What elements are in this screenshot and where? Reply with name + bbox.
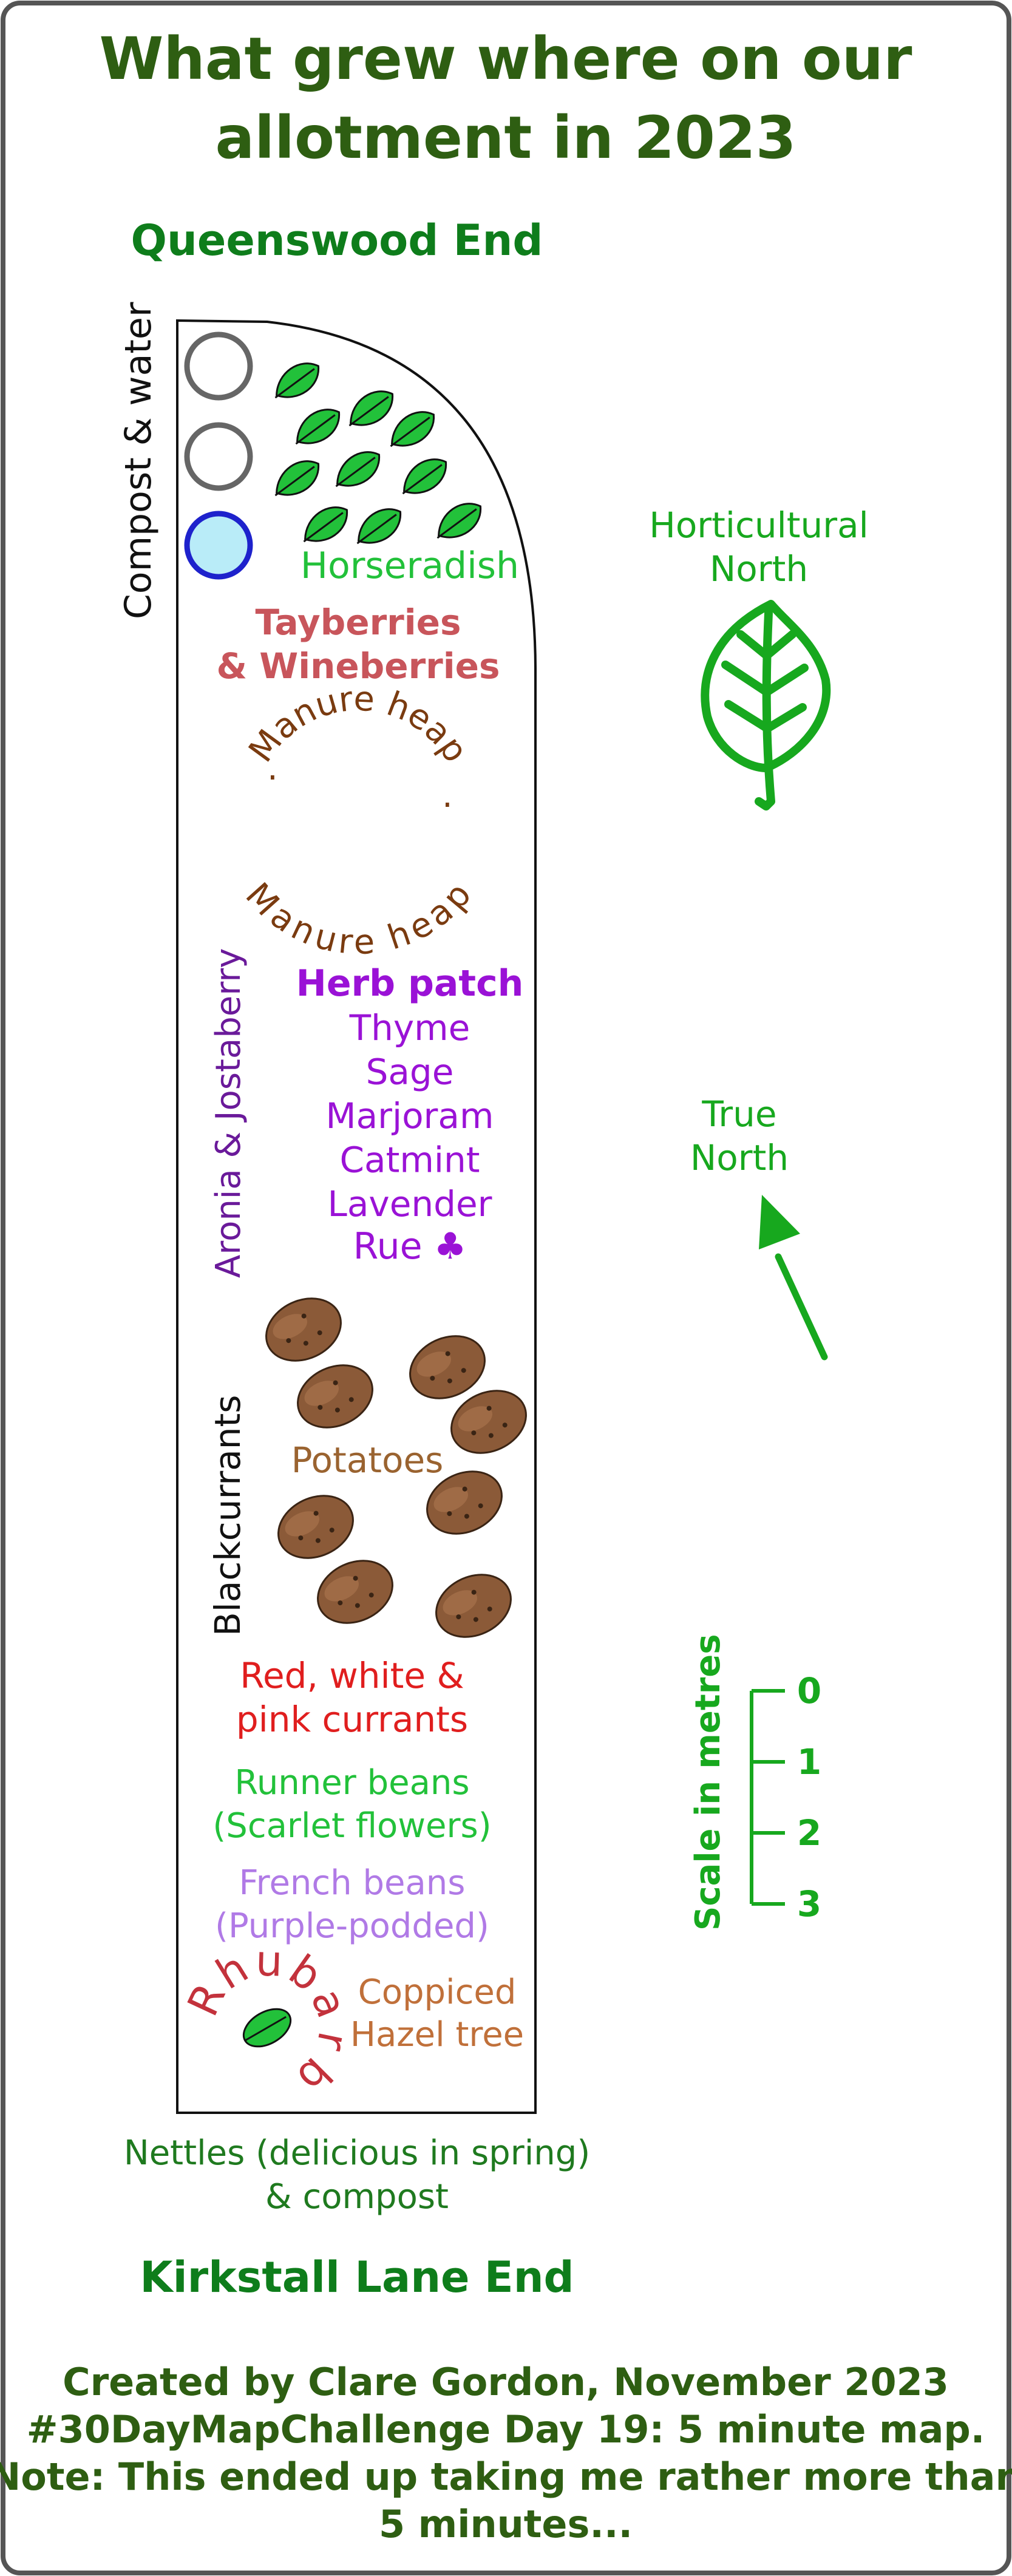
true-north-label-2: North [690, 1137, 789, 1178]
true-north-arrow-icon [759, 1195, 828, 1361]
scale-tick-label: 3 [797, 1883, 821, 1925]
scale-tick-label: 1 [797, 1741, 821, 1782]
potato-icon [297, 1364, 373, 1429]
kirkstall-end-label: Kirkstall Lane End [140, 2252, 574, 2302]
herb-item: Thyme [349, 1007, 470, 1048]
horseradish-leaf-icon [335, 451, 380, 488]
runner-beans-label-2: (Scarlet flowers) [212, 1806, 491, 1846]
horseradish-leaf-icon [348, 390, 393, 427]
herb-rue: Rue ♣ [353, 1225, 467, 1268]
currants-label-1: Red, white & [240, 1655, 464, 1696]
manure-sep-left: · [267, 758, 278, 798]
hazel-label-2: Hazel tree [350, 2015, 524, 2054]
compost-water-label: Compost & water [117, 302, 160, 619]
scale-bar: 0 1 2 3 [750, 1670, 821, 1925]
hazel-label-1: Coppiced [358, 1973, 517, 2012]
horseradish-leaf-icon [274, 460, 319, 497]
french-beans-label-1: French beans [239, 1863, 466, 1903]
credits-line-2: #30DayMapChallenge Day 19: 5 minute map. [27, 2407, 985, 2452]
currants-label-2: pink currants [236, 1699, 468, 1740]
horticultural-north-label-2: North [710, 548, 808, 590]
herb-patch-title: Herb patch [296, 962, 524, 1005]
rhubarb-letter: u [255, 1935, 284, 1986]
scale-tick-label: 0 [797, 1670, 821, 1711]
queenswood-end-label: Queenswood End [131, 216, 543, 265]
horseradish-label: Horseradish [301, 545, 519, 587]
manure-sep-right: · [442, 786, 453, 825]
herb-item: Lavender [328, 1183, 492, 1225]
title-line-2: allotment in 2023 [215, 104, 796, 172]
horticultural-north-label-1: Horticultural [649, 505, 869, 546]
horseradish-leaf-icon [390, 411, 435, 447]
nettles-label-2: & compost [265, 2177, 449, 2217]
potato-icon [426, 1470, 503, 1535]
aronia-label: Aronia & Jostaberry [209, 948, 248, 1278]
potato-icon [409, 1335, 486, 1399]
potatoes-label: Potatoes [291, 1439, 444, 1481]
potato-icon [265, 1297, 342, 1362]
horseradish-leaf-icon [356, 508, 401, 545]
compost-bin-1 [184, 331, 253, 401]
credits-line-3: Note: This ended up taking me rather mor… [0, 2455, 1012, 2499]
herb-item: Catmint [340, 1140, 480, 1181]
potatoes [265, 1297, 527, 1638]
horticultural-north-leaf-icon [701, 600, 831, 811]
potato-icon [435, 1574, 512, 1638]
tayberries-label-1: Tayberries [255, 602, 461, 643]
runner-beans-label-1: Runner beans [234, 1763, 469, 1803]
tayberries-label-2: & Wineberries [216, 645, 500, 687]
plot-outline [176, 319, 537, 2114]
rhubarb-leaf-icon [242, 2008, 292, 2048]
nettles-label-1: Nettles (delicious in spring) [124, 2133, 590, 2173]
water-butt [184, 511, 253, 580]
horseradish-leaf-icon [295, 409, 340, 445]
horseradish-leaf-icon [402, 458, 447, 495]
herb-item: Sage [366, 1052, 454, 1093]
blackcurrants-label: Blackcurrants [207, 1395, 248, 1636]
potato-icon [277, 1495, 354, 1559]
horseradish-leaves [274, 362, 481, 545]
compost-bin-2 [184, 422, 253, 491]
potato-icon [450, 1390, 527, 1454]
credits-line-4: 5 minutes... [379, 2502, 633, 2546]
horseradish-leaf-icon [436, 503, 481, 539]
true-north-label-1: True [701, 1093, 776, 1135]
french-beans-label-2: (Purple-podded) [215, 1906, 489, 1946]
horseradish-leaf-icon [274, 362, 319, 399]
horseradish-leaf-icon [303, 506, 348, 543]
credits-line-1: Created by Clare Gordon, November 2023 [63, 2360, 949, 2404]
scale-tick-label: 2 [797, 1812, 821, 1854]
title-line-1: What grew where on our [100, 25, 913, 93]
scale-title: Scale in metres [688, 1634, 728, 1931]
herb-item: Marjoram [326, 1095, 494, 1137]
potato-icon [317, 1560, 393, 1624]
